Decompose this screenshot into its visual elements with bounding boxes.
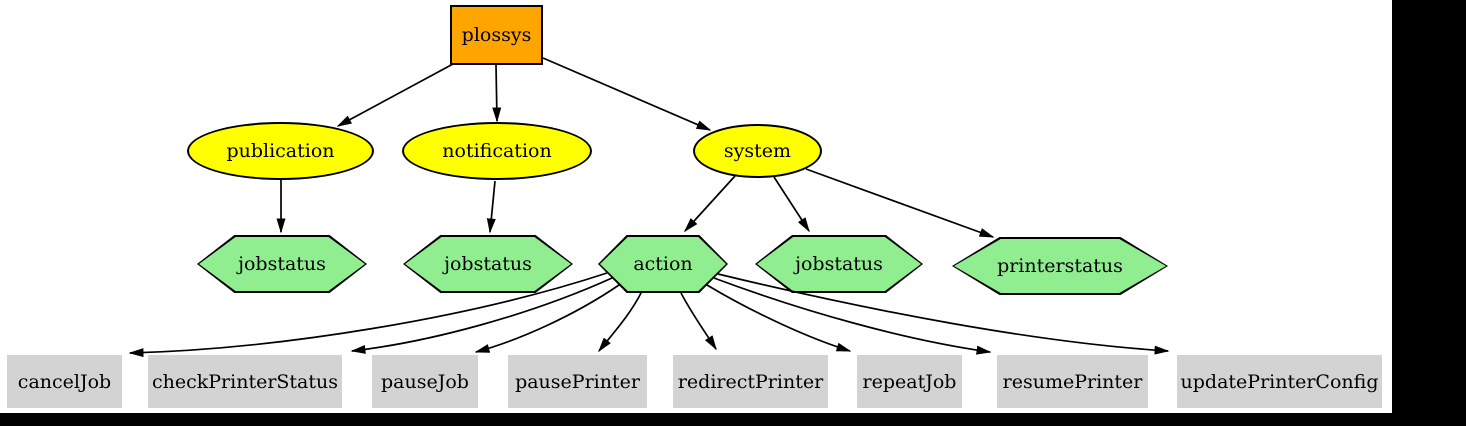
node-label: jobstatus <box>444 253 532 275</box>
node-redirectprinter: redirectPrinter <box>673 355 828 408</box>
node-checkprinterstatus: checkPrinterStatus <box>148 355 342 408</box>
node-label: publication <box>226 140 335 162</box>
edge-action-repeatjob <box>706 284 852 352</box>
edge-plossys-system <box>542 57 712 131</box>
node-label: repeatJob <box>862 370 957 393</box>
edge-plossys-notification <box>492 64 502 123</box>
node-label: resumePrinter <box>1002 370 1143 393</box>
node-label: pausePrinter <box>515 370 640 393</box>
node-updateprinterconfig: updatePrinterConfig <box>1177 355 1382 408</box>
node-label: action <box>633 253 693 275</box>
node-jobstatus-system: jobstatus <box>755 235 923 293</box>
node-notification: notification <box>402 122 592 180</box>
node-label: notification <box>442 140 552 162</box>
node-label: plossys <box>461 24 532 46</box>
node-label: pauseJob <box>381 370 469 393</box>
edge-notification-jobstatus <box>486 180 496 234</box>
edge-action-pausejob <box>474 284 620 353</box>
hexagon-fill <box>600 237 726 291</box>
edge-system-printerstatus <box>805 168 995 238</box>
node-system: system <box>693 124 822 178</box>
node-label: checkPrinterStatus <box>151 370 339 393</box>
node-label: printerstatus <box>997 255 1123 277</box>
node-canceljob: cancelJob <box>7 355 122 408</box>
edge-system-action <box>683 175 736 233</box>
edge-plossys-publication <box>336 63 454 127</box>
node-label: redirectPrinter <box>677 370 824 393</box>
bottom-black-bar <box>0 413 1466 426</box>
node-pausejob: pauseJob <box>372 355 478 408</box>
node-repeatjob: repeatJob <box>857 355 962 408</box>
right-black-panel <box>1392 0 1466 426</box>
node-resumeprinter: resumePrinter <box>997 355 1148 408</box>
node-printerstatus: printerstatus <box>952 237 1168 295</box>
node-plossys: plossys <box>450 5 543 65</box>
node-label: jobstatus <box>238 253 326 275</box>
edge-action-pauseprinter <box>598 292 642 353</box>
node-label: cancelJob <box>17 370 112 393</box>
node-jobstatus-notification: jobstatus <box>403 235 573 293</box>
node-label: jobstatus <box>795 253 883 275</box>
node-publication: publication <box>187 122 374 180</box>
node-pauseprinter: pausePrinter <box>508 355 647 408</box>
node-label: system <box>723 140 792 162</box>
node-action: action <box>598 235 728 293</box>
node-jobstatus-publication: jobstatus <box>197 235 367 293</box>
edge-system-jobstatus <box>773 176 810 233</box>
edge-action-redirectprinter <box>680 292 717 351</box>
node-label: updatePrinterConfig <box>1180 370 1379 393</box>
